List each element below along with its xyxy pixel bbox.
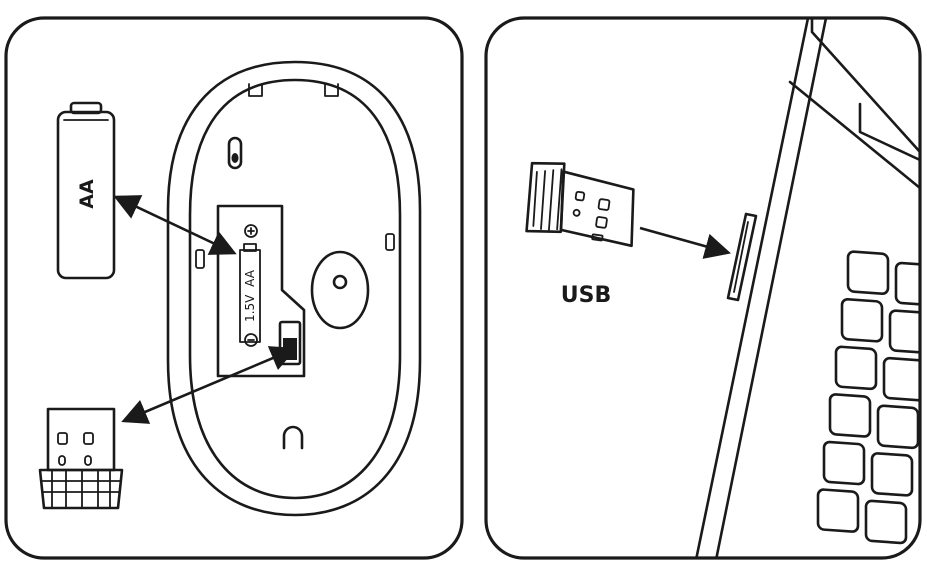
right-panel-frame (484, 16, 922, 560)
nano-receiver-right (525, 161, 635, 248)
left-panel-frame (4, 16, 464, 560)
receiver-arrow (121, 346, 297, 424)
aa-battery (56, 101, 116, 280)
mouse-underside (166, 60, 422, 517)
keyboard (816, 250, 920, 545)
nano-receiver-left (38, 407, 124, 510)
usb-label: USB (561, 283, 611, 308)
usb-insert-arrow (639, 226, 732, 259)
battery-arrow (113, 195, 237, 255)
compartment-text: 1.5V AA (243, 269, 257, 322)
compartment-type: AA (243, 269, 257, 287)
compartment-voltage: 1.5V (243, 294, 257, 322)
laptop (694, 18, 920, 558)
battery-label: AA (76, 179, 98, 209)
